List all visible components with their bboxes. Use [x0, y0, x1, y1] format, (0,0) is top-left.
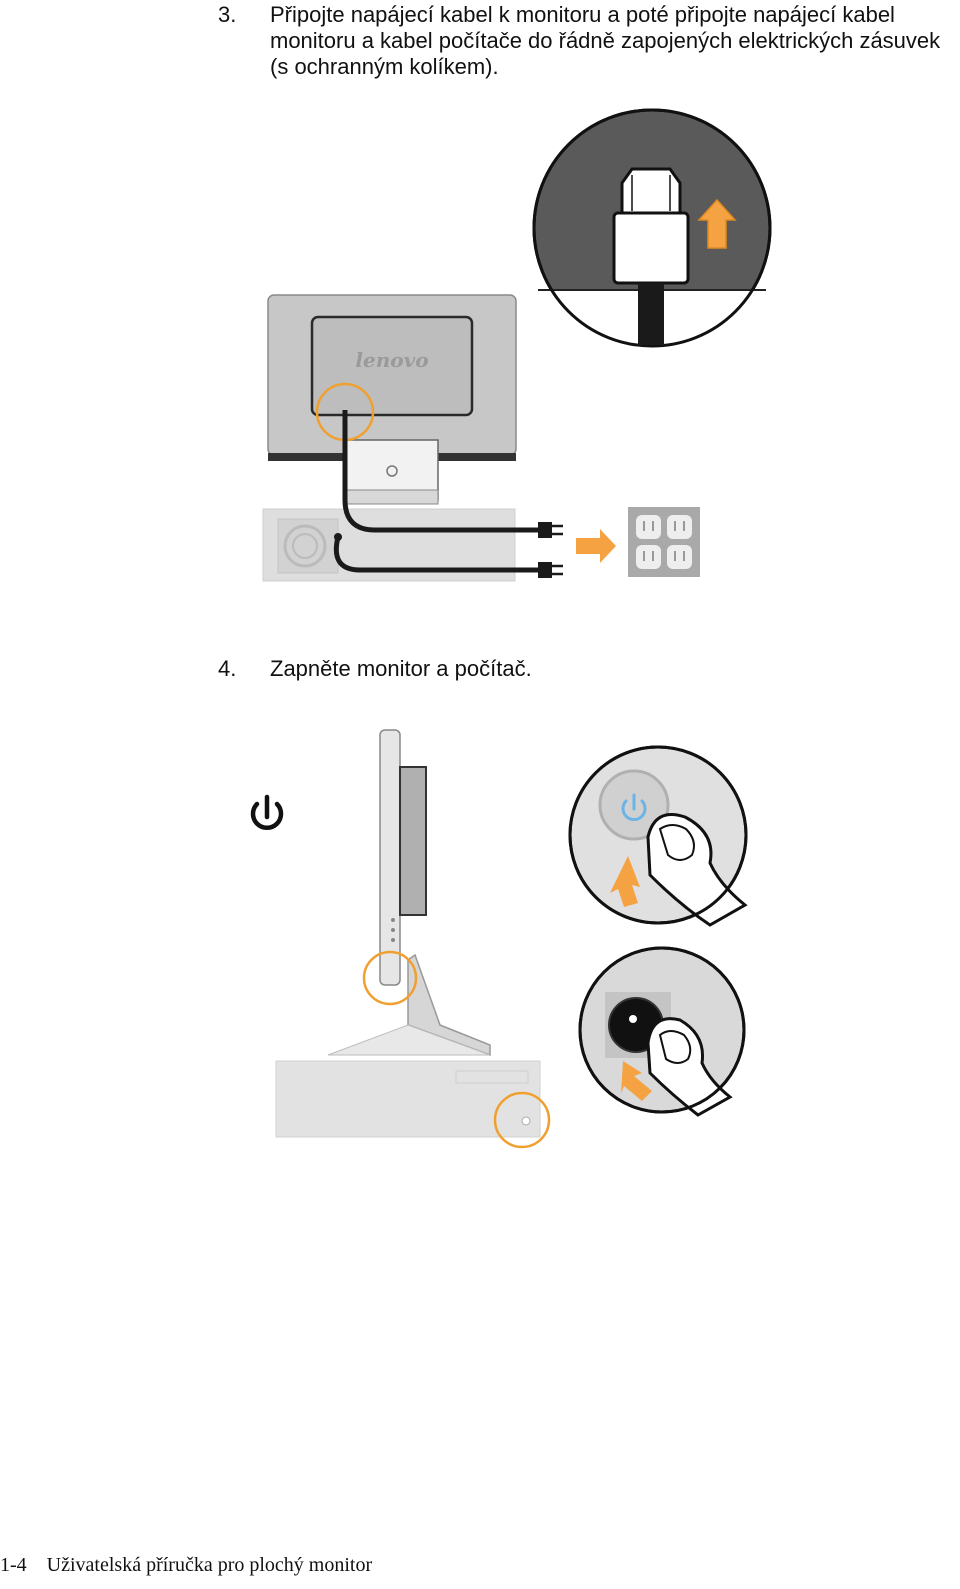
step-text: Zapněte monitor a počítač. [270, 656, 532, 681]
monitor-rear: lenovo [267, 294, 517, 505]
computer-case [275, 1060, 541, 1138]
arrow-up-icon [621, 1061, 652, 1101]
step-text: Připojte napájecí kabel k monitoru a pot… [270, 2, 941, 79]
wall-outlet-icon [628, 507, 700, 577]
computer-case [262, 508, 516, 582]
highlight-circle [362, 950, 418, 1006]
arrow-up-icon [697, 198, 737, 249]
power-plug-icon [612, 167, 690, 345]
power-cable-illustration: lenovo [262, 108, 772, 582]
monitor-side-view [327, 729, 491, 1057]
step-number: 4. [218, 656, 237, 681]
page-footer: 1-4 Uživatelská příručka pro plochý monit… [0, 1554, 372, 1577]
arrow-up-icon [610, 856, 640, 907]
page-number: 1-4 [0, 1554, 27, 1576]
footer-title: Uživatelská příručka pro plochý monitor [46, 1554, 373, 1576]
step-number: 3. [218, 2, 237, 27]
highlight-circle [493, 1091, 551, 1149]
power-on-illustration [250, 729, 748, 1149]
finger-press-icon [646, 1017, 733, 1117]
cable-plug-icon [538, 522, 563, 578]
monitor-button-zoom [568, 745, 748, 927]
power-symbol-icon [250, 794, 284, 831]
computer-button-zoom [578, 946, 746, 1117]
brand-logo: lenovo [355, 348, 428, 372]
arrow-right-icon [576, 529, 616, 563]
